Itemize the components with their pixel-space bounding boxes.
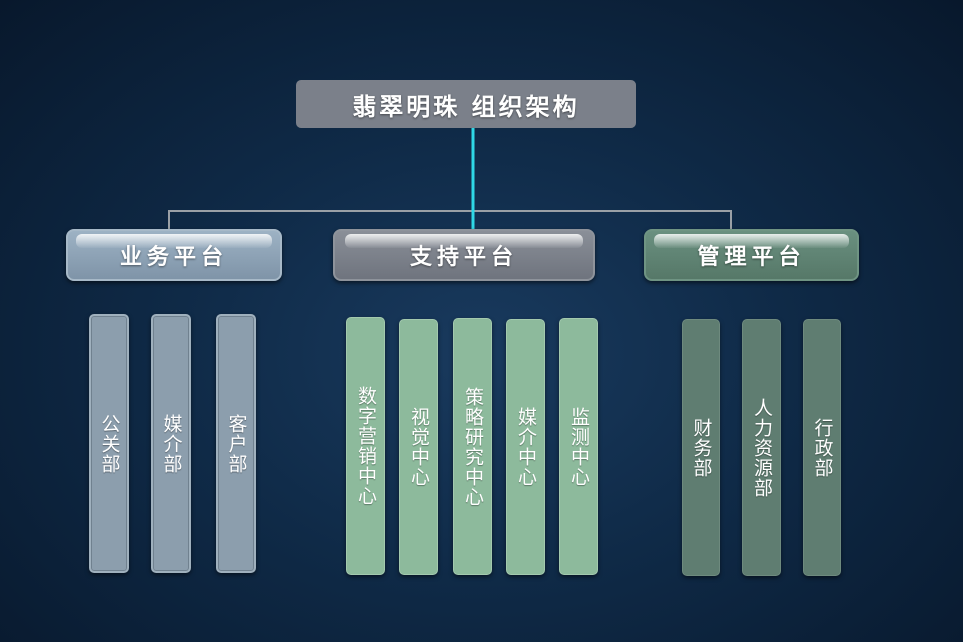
dept-label: 视觉中心 [408, 407, 430, 487]
dept-media-center: 媒介中心 [506, 319, 545, 575]
platform-support-label: 支持平台 [409, 244, 518, 270]
dept-finance: 财务部 [682, 319, 720, 576]
dept-label: 行政部 [811, 417, 834, 478]
dept-label: 媒介部 [160, 413, 183, 474]
platform-management-label: 管理平台 [697, 244, 806, 270]
dept-label: 策略研究中心 [462, 386, 484, 507]
org-chart-title: 翡翠明珠 组织架构 [296, 80, 636, 128]
dept-media: 媒介部 [151, 314, 191, 573]
dept-label: 媒介中心 [515, 407, 537, 487]
dept-public-relations: 公关部 [89, 314, 129, 573]
dept-monitoring-center: 监测中心 [559, 318, 598, 575]
dept-digital-marketing-center: 数字营销中心 [346, 317, 385, 575]
dept-administration: 行政部 [803, 319, 841, 576]
platform-management: 管理平台 [644, 229, 859, 281]
dept-label: 人力资源部 [751, 397, 773, 498]
dept-visual-center: 视觉中心 [399, 319, 438, 575]
org-chart-title-label: 翡翠明珠 组织架构 [352, 91, 580, 121]
platform-support: 支持平台 [333, 229, 595, 281]
platform-business-label: 业务平台 [119, 244, 228, 270]
dept-human-resources: 人力资源部 [742, 319, 781, 576]
dept-client: 客户部 [216, 314, 256, 573]
dept-label: 公关部 [98, 413, 121, 474]
platform-business: 业务平台 [66, 229, 282, 281]
dept-strategy-research-center: 策略研究中心 [453, 318, 492, 575]
dept-label: 数字营销中心 [355, 386, 377, 506]
dept-label: 财务部 [690, 417, 713, 478]
dept-label: 客户部 [225, 413, 248, 474]
dept-label: 监测中心 [568, 406, 590, 487]
